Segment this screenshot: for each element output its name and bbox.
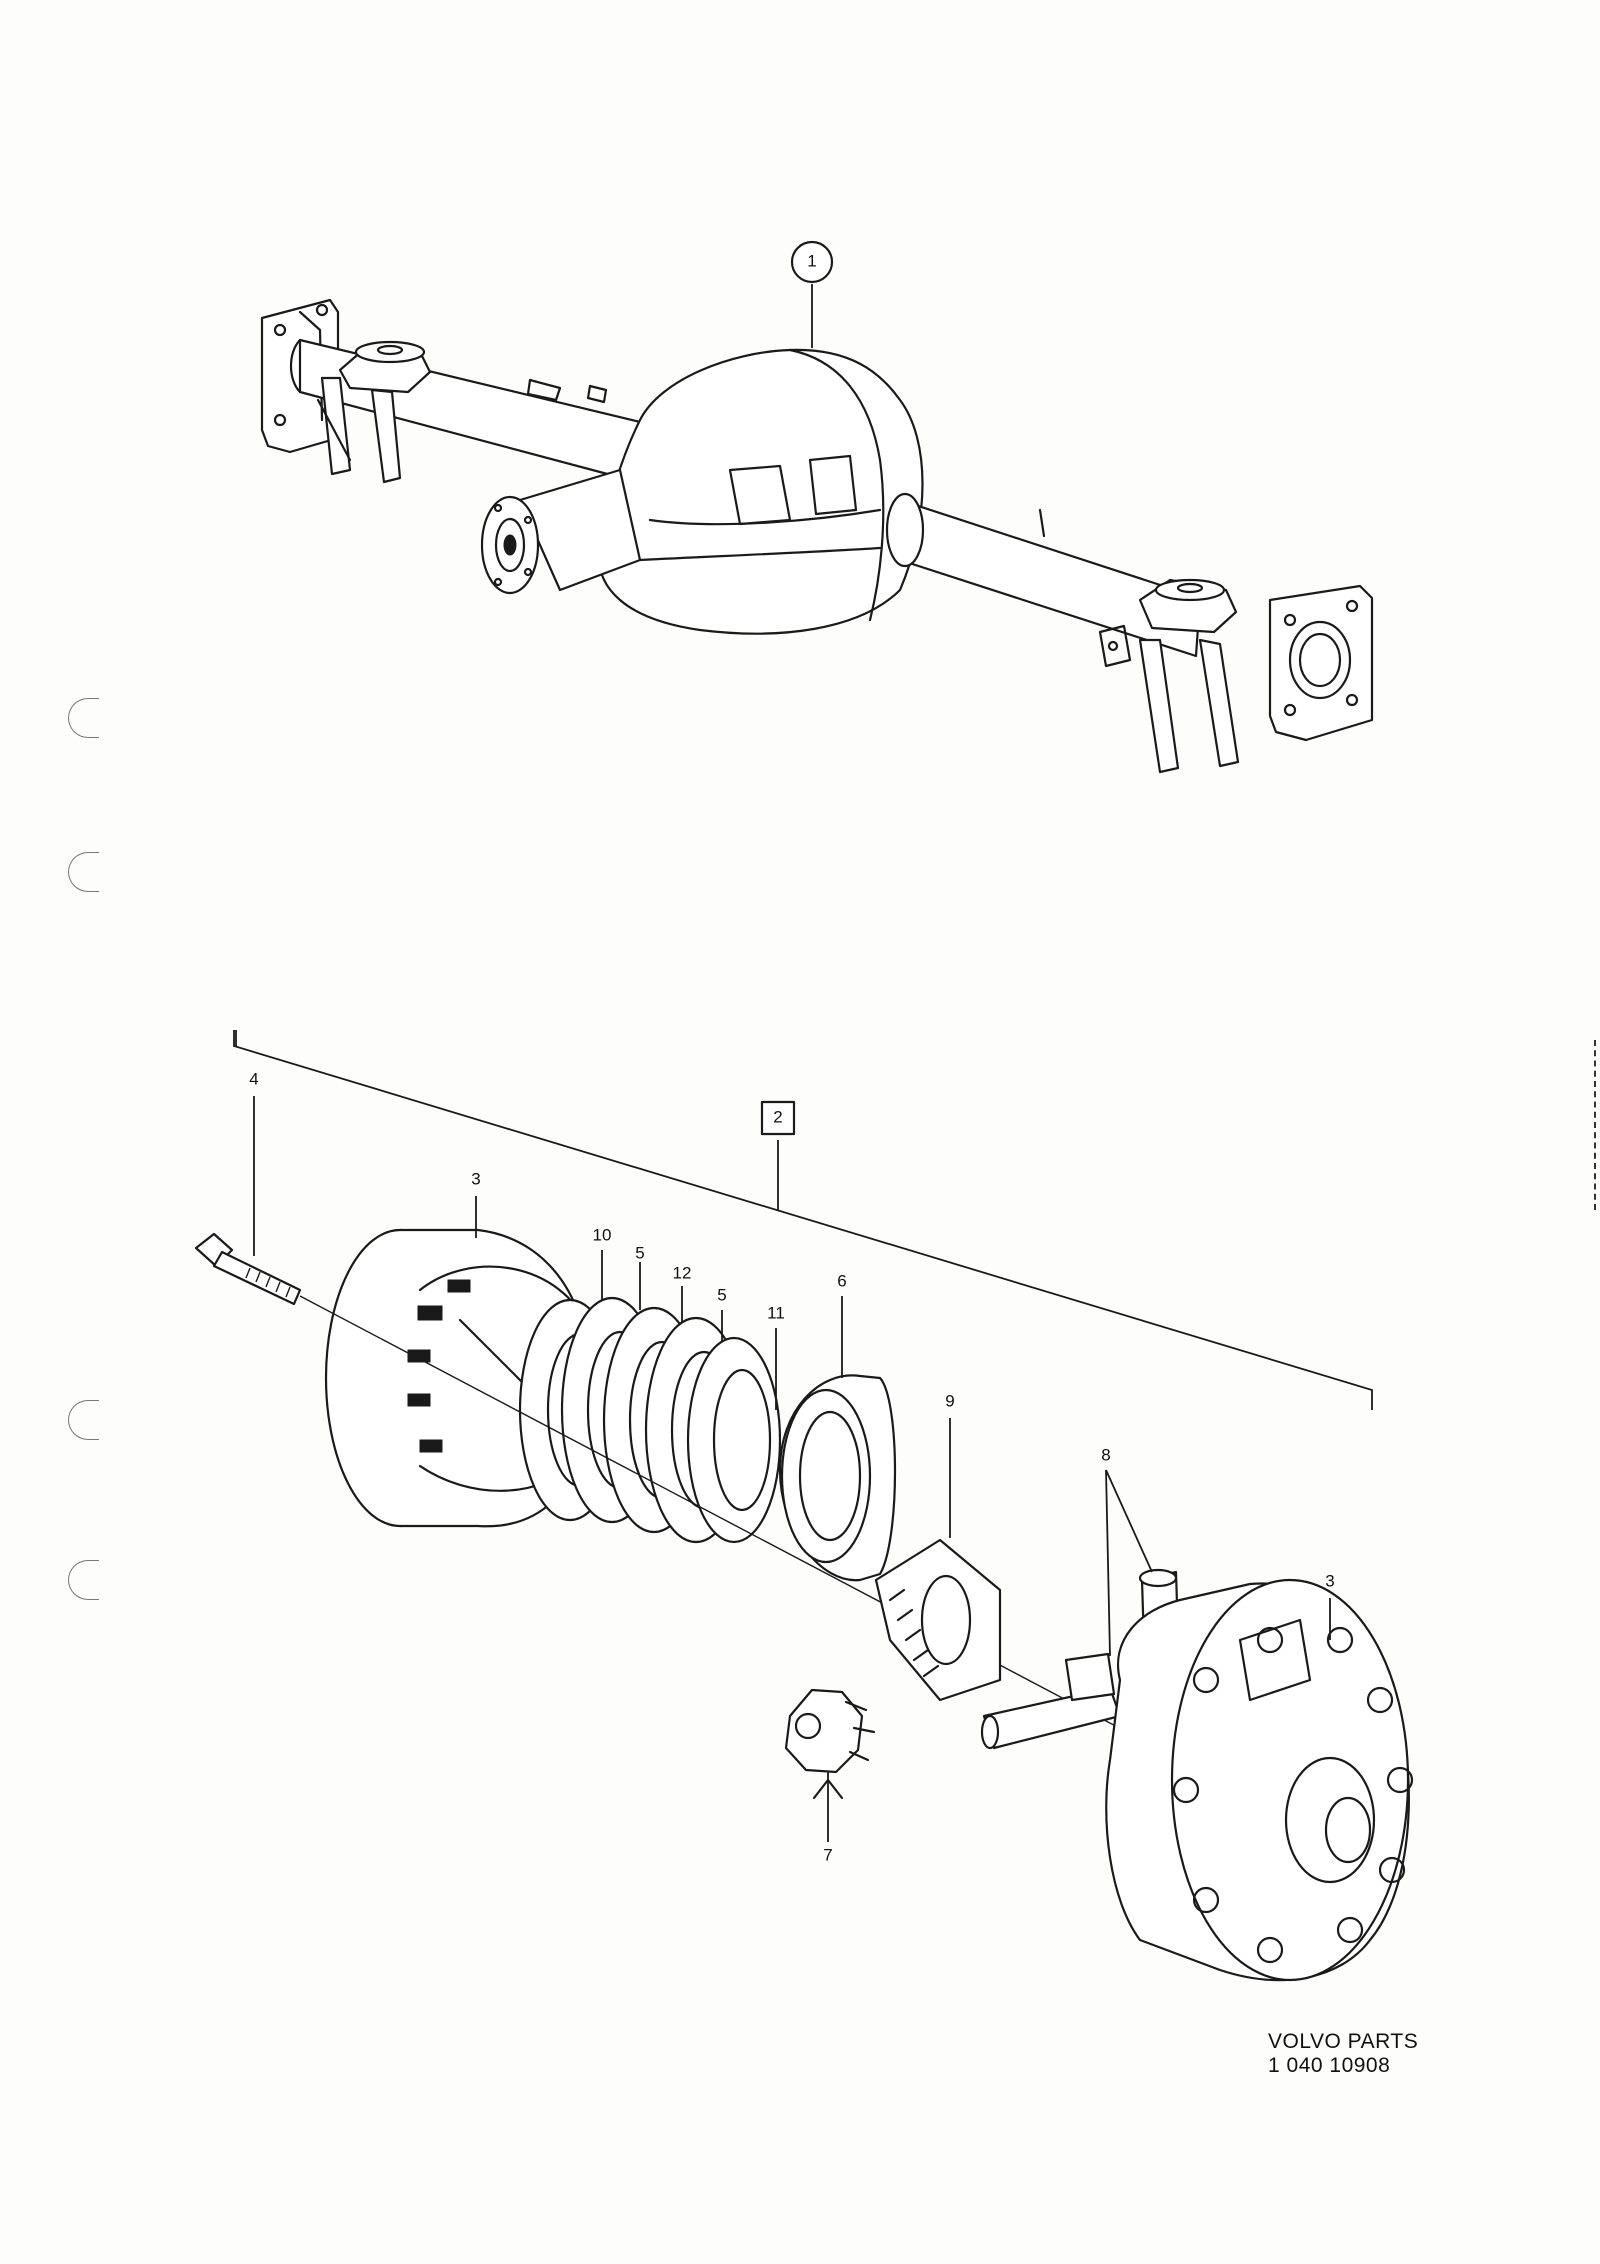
- callout-label-10: 10: [593, 1225, 612, 1244]
- punch-hole-2: [68, 852, 99, 892]
- kit-bracket-2: [233, 1030, 1373, 1410]
- side-gear-part-9: [874, 1418, 1002, 1702]
- pinion-gear-part-7: [784, 1688, 876, 1842]
- callout-label-3-right: 3: [1325, 1571, 1334, 1590]
- callout-label-6: 6: [837, 1271, 846, 1290]
- callout-label-4: 4: [249, 1069, 258, 1088]
- bolt-part-4: [194, 1096, 302, 1306]
- case-half-part-3-right: [1105, 1578, 1414, 1982]
- callout-1: [790, 240, 834, 348]
- clutch-plate-part-11: [686, 1328, 782, 1544]
- callout-label-12: 12: [673, 1263, 692, 1282]
- pressure-ring-part-6: [778, 1296, 897, 1582]
- binder-edge-mark: [1594, 1040, 1599, 1210]
- punch-hole-3: [68, 1400, 99, 1440]
- callout-label-11: 11: [767, 1303, 785, 1322]
- callout-label-8: 8: [1101, 1445, 1110, 1464]
- callout-label-2: 2: [773, 1107, 782, 1126]
- callout-label-9: 9: [945, 1391, 954, 1410]
- footer-part-number: 1 040 10908: [1268, 2054, 1391, 2077]
- footer-brand: VOLVO PARTS: [1268, 2030, 1419, 2053]
- callout-label-1: 1: [807, 251, 816, 270]
- rear-axle-assembly: [260, 298, 1374, 774]
- punch-hole-4: [68, 1560, 99, 1600]
- callout-label-5a: 5: [635, 1243, 644, 1262]
- assembly-axis-line: [299, 1295, 1181, 1761]
- catalog-footer: VOLVO PARTS 1 040 10908: [1268, 2030, 1468, 2078]
- callout-label-5b: 5: [717, 1285, 726, 1304]
- punch-hole-1: [68, 698, 99, 738]
- callout-label-3-left: 3: [471, 1169, 480, 1188]
- callout-label-7: 7: [823, 1845, 832, 1864]
- callout-labels: 1 2 3 3 4 5 5 6 7 8 9 10 11 12: [249, 251, 1334, 1864]
